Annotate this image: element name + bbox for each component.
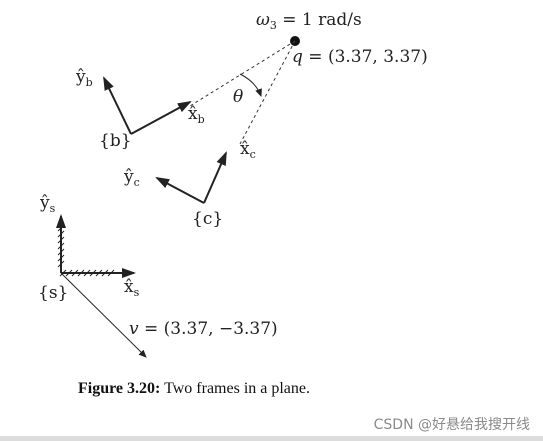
frame-c-y-axis xyxy=(155,177,205,204)
frame-b-x-label: x̂b xyxy=(188,104,205,126)
frame-b-name: {b} xyxy=(99,131,132,151)
frame-c-y-label: ŷc xyxy=(123,167,140,189)
frame-c-x-label: x̂c xyxy=(240,139,256,161)
frame-c xyxy=(155,151,227,204)
theta-label: θ xyxy=(233,87,243,107)
bottom-border xyxy=(0,436,543,441)
figure-caption: Figure 3.20: Two frames in a plane. xyxy=(78,380,310,397)
v-label: v = (3.37, −3.37) xyxy=(129,319,278,339)
q-label: q = (3.37, 3.37) xyxy=(292,47,428,67)
frame-b xyxy=(103,76,192,135)
omega-label: ω3 = 1 rad/s xyxy=(256,10,362,32)
frame-c-name: {c} xyxy=(192,209,223,229)
frame-s-y-label: ŷs xyxy=(39,193,56,215)
frame-s xyxy=(56,214,136,278)
frame-s-hatching xyxy=(57,224,115,277)
dashed-line-to-b xyxy=(189,40,296,107)
watermark: CSDN @好悬给我搜开线 xyxy=(374,417,530,433)
frame-s-name: {s} xyxy=(38,283,68,303)
frame-b-y-axis xyxy=(103,76,132,135)
frame-b-y-label: ŷb xyxy=(75,67,93,89)
theta-arc xyxy=(239,73,262,97)
frame-b-x-axis xyxy=(130,101,192,135)
frame-c-x-axis xyxy=(203,151,227,204)
dashed-line-to-c xyxy=(239,40,296,145)
velocity-arrow-v xyxy=(60,272,147,358)
frame-s-x-label: x̂s xyxy=(124,277,140,299)
